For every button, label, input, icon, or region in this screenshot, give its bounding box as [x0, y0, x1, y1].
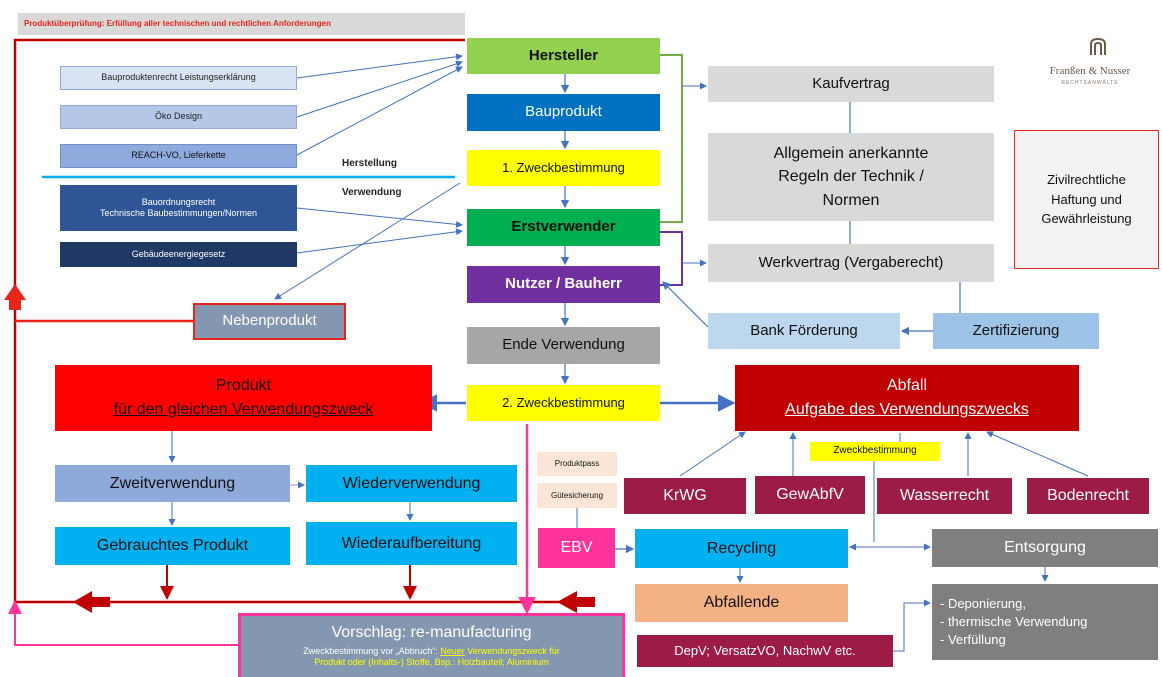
erstverwender-label: Erstverwender — [511, 218, 616, 236]
abfallende-box: Abfallende — [635, 584, 848, 622]
erstverwender-box: Erstverwender — [467, 209, 660, 246]
zweitverwendung-label: Zweitverwendung — [109, 474, 236, 492]
bank-foerderung-box: Bank Förderung — [708, 313, 900, 349]
vorschlag-line1-c: Verwendungszweck für — [464, 646, 560, 656]
produktpass-label: Produktpass — [554, 459, 600, 468]
entsorgung-box: Entsorgung — [932, 529, 1158, 567]
kaufvertrag-label: Kaufvertrag — [812, 74, 890, 92]
nebenprodukt-label: Nebenprodukt — [222, 312, 317, 330]
logo-subtitle: RECHTSANWÄLTE — [1061, 80, 1119, 86]
law-label: KrWG — [663, 487, 707, 504]
recycling-box: Recycling — [635, 529, 848, 568]
zweckbestimmung-2-box: 2. Zweckbestimmung — [467, 385, 660, 421]
haftung-label: Zivilrechtliche Haftung und Gewährleistu… — [1041, 172, 1132, 227]
ende-verwendung-label: Ende Verwendung — [502, 336, 625, 354]
law-bodenrecht-box: Bodenrecht — [1027, 478, 1149, 514]
vorschlag-line1: Zweckbestimmung vor „Abbruch“: Neuer Ver… — [303, 646, 560, 657]
bauprodukt-box: Bauprodukt — [467, 94, 660, 131]
depv-label: DepV; VersatzVO, NachwV etc. — [674, 642, 856, 658]
vorschlag-line1-b: Neuer — [440, 646, 465, 656]
werkvertrag-box: Werkvertrag (Vergaberecht) — [708, 244, 994, 282]
abfall-title: Abfall — [886, 377, 928, 394]
zweckbestimmung-tag-label: Zweckbestimmung — [833, 445, 917, 457]
haftung-box: Zivilrechtliche Haftung und Gewährleistu… — [1014, 130, 1159, 269]
law-wasserrecht-box: Wasserrecht — [877, 478, 1012, 514]
requirement-geg: Gebäudeenergiegesetz — [60, 242, 297, 267]
law-krwg-box: KrWG — [624, 478, 746, 514]
law-label: Wasserrecht — [899, 487, 990, 504]
logo-icon — [1090, 38, 1106, 55]
werkvertrag-label: Werkvertrag (Vergaberecht) — [758, 253, 944, 271]
entsorgung-list-item: - Deponierung, — [940, 595, 1026, 611]
produkt-subtitle: für den gleichen Verwendungszweck — [113, 401, 374, 418]
guetesicherung-tag: Gütesicherung — [537, 483, 617, 508]
entsorgung-list-item: - Verfüllung — [940, 632, 1006, 648]
zweckbestimmung-1-label: 1. Zweckbestimmung — [502, 159, 625, 175]
zweckbestimmung-2-label: 2. Zweckbestimmung — [502, 394, 625, 410]
requirement-bauordnungsrecht: Bauordnungsrecht Technische Baubestimmun… — [60, 185, 297, 231]
nutzer-box: Nutzer / Bauherr — [467, 266, 660, 303]
vorschlag-line2: Produkt oder (Inhalts-) Stoffe, Bsp.: Ho… — [314, 657, 549, 668]
wiederverwendung-label: Wiederverwendung — [342, 474, 481, 492]
top-banner: Produktüberprüfung: Erfüllung aller tech… — [18, 13, 465, 35]
regeln-der-technik-box: Allgemein anerkannte Regeln der Technik … — [708, 133, 994, 221]
logo-name: Franßen & Nusser — [1049, 65, 1131, 77]
hersteller-label: Hersteller — [528, 46, 599, 64]
bauprodukt-label: Bauprodukt — [525, 103, 602, 121]
depv-box: DepV; VersatzVO, NachwV etc. — [637, 635, 893, 667]
top-banner-text: Produktüberprüfung: Erfüllung aller tech… — [24, 19, 331, 28]
requirement-bauproduktenrecht: Bauproduktenrecht Leistungserklärung — [60, 66, 297, 90]
vorschlag-title: Vorschlag: re-manufacturing — [331, 624, 532, 641]
law-label: Bodenrecht — [1047, 487, 1129, 504]
phase-label-verwendung: Verwendung — [342, 187, 402, 198]
vorschlag-line1-a: Zweckbestimmung vor „Abbruch“: — [303, 646, 441, 656]
entsorgung-list-box: - Deponierung, - thermische Verwendung -… — [932, 584, 1158, 660]
requirement-label: REACH-VO, Lieferkette — [131, 150, 226, 161]
recycling-label: Recycling — [706, 539, 777, 557]
entsorgung-list-item: - thermische Verwendung — [940, 613, 1088, 629]
zweckbestimmung-1-box: 1. Zweckbestimmung — [467, 150, 660, 186]
zertifizierung-box: Zertifizierung — [933, 313, 1099, 349]
requirement-label: Gebäudeenergiegesetz — [131, 248, 226, 259]
abfall-box: Abfall Aufgabe des Verwendungszwecks — [735, 365, 1079, 431]
zertifizierung-label: Zertifizierung — [972, 321, 1060, 339]
nutzer-label: Nutzer / Bauherr — [505, 275, 622, 293]
regeln-der-technik-label: Allgemein anerkannte Regeln der Technik … — [773, 145, 929, 209]
abfall-subtitle: Aufgabe des Verwendungszwecks — [785, 401, 1029, 418]
requirement-label: Bauproduktenrecht Leistungserklärung — [101, 72, 256, 83]
produktpass-tag: Produktpass — [537, 452, 617, 476]
wiederverwendung-box: Wiederverwendung — [306, 465, 517, 502]
produkt-box: Produkt für den gleichen Verwendungszwec… — [55, 365, 432, 431]
zweitverwendung-box: Zweitverwendung — [55, 465, 290, 502]
law-label: GewAbfV — [776, 486, 844, 503]
abfallende-label: Abfallende — [703, 594, 780, 611]
law-gewabfv-box: GewAbfV — [755, 476, 865, 514]
requirement-reach: REACH-VO, Lieferkette — [60, 144, 297, 168]
entsorgung-label: Entsorgung — [1004, 539, 1086, 556]
wiederaufbereitung-label: Wiederaufbereitung — [341, 534, 482, 552]
requirement-label: Öko Design — [154, 111, 203, 122]
gebrauchtes-produkt-box: Gebrauchtes Produkt — [55, 527, 290, 565]
hersteller-box: Hersteller — [467, 38, 660, 74]
kaufvertrag-box: Kaufvertrag — [708, 66, 994, 102]
wiederaufbereitung-box: Wiederaufbereitung — [306, 522, 517, 565]
requirement-label: Bauordnungsrecht Technische Baubestimmun… — [99, 196, 258, 218]
nebenprodukt-box: Nebenprodukt — [193, 303, 346, 340]
zweckbestimmung-tag: Zweckbestimmung — [810, 442, 940, 461]
phase-label-herstellung: Herstellung — [342, 158, 398, 169]
bank-foerderung-label: Bank Förderung — [750, 321, 858, 339]
ebv-box: EBV — [538, 528, 615, 568]
produkt-title: Produkt — [215, 377, 272, 394]
ebv-label: EBV — [560, 539, 593, 556]
vorschlag-box: Vorschlag: re-manufacturing Zweckbestimm… — [238, 613, 625, 677]
requirement-oeko-design: Öko Design — [60, 105, 297, 129]
gebrauchtes-produkt-label: Gebrauchtes Produkt — [96, 537, 249, 554]
guetesicherung-label: Gütesicherung — [550, 490, 604, 500]
ende-verwendung-box: Ende Verwendung — [467, 327, 660, 364]
